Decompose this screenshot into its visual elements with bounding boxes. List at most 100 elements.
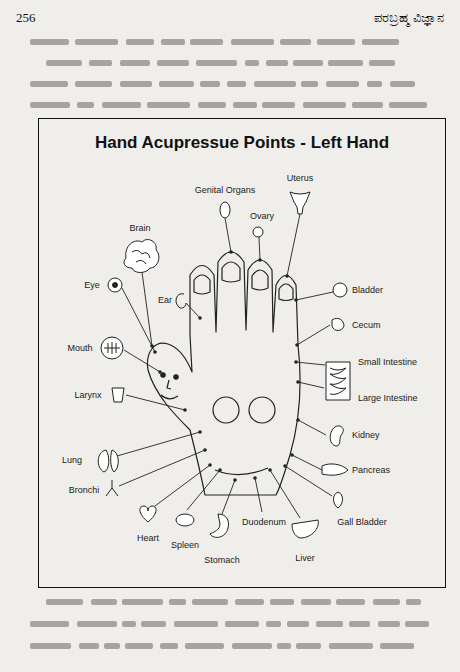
- text-line: [102, 102, 141, 108]
- text-line: [196, 60, 237, 66]
- text-line: [390, 81, 415, 87]
- organ-label: Duodenum: [242, 517, 286, 527]
- text-line: [373, 599, 400, 605]
- organ-label: Ovary: [250, 211, 274, 221]
- text-line: [367, 81, 382, 87]
- text-line: [254, 81, 296, 87]
- text-line: [77, 102, 94, 108]
- text-line: [79, 643, 99, 649]
- text-line: [406, 599, 421, 605]
- text-line: [296, 643, 321, 649]
- text-line: [301, 599, 331, 605]
- text-line: [200, 81, 220, 87]
- organ-icons: [98, 192, 350, 538]
- text-line: [328, 60, 363, 66]
- text-line: [245, 60, 259, 66]
- text-line: [293, 60, 323, 66]
- text-line: [122, 599, 163, 605]
- text-line: [190, 39, 223, 45]
- organ-label: Genital Organs: [195, 185, 256, 195]
- organ-label: Gall Bladder: [337, 517, 387, 527]
- text-line: [389, 102, 427, 108]
- text-line: [120, 81, 152, 87]
- figure-title: Hand Acupressue Points - Left Hand: [39, 133, 445, 153]
- text-line: [316, 621, 343, 627]
- running-header: ಪರಬ್ರಹ್ಮ ವಿಜ್ಞಾನ: [374, 11, 444, 26]
- text-line: [160, 643, 178, 649]
- text-line: [336, 599, 365, 605]
- text-line: [157, 60, 189, 66]
- text-line: [30, 39, 69, 45]
- text-line: [125, 643, 153, 649]
- text-line: [30, 102, 70, 108]
- text-line: [122, 621, 136, 627]
- organ-label: Ear: [158, 295, 172, 305]
- text-line: [326, 81, 359, 87]
- text-line: [329, 643, 373, 649]
- text-line: [46, 599, 83, 605]
- text-line: [225, 621, 259, 627]
- organ-label: Eye: [84, 280, 100, 290]
- text-line: [169, 599, 186, 605]
- organ-label: Kidney: [352, 430, 380, 440]
- text-line: [120, 60, 150, 66]
- text-line: [380, 643, 414, 649]
- text-line: [270, 599, 294, 605]
- text-line: [89, 60, 112, 66]
- organ-label: Liver: [295, 553, 315, 563]
- text-line: [232, 643, 272, 649]
- text-line: [91, 599, 117, 605]
- text-line: [30, 621, 69, 627]
- organ-label: Cecum: [352, 320, 381, 330]
- text-line: [147, 102, 190, 108]
- text-line: [126, 39, 154, 45]
- organ-label: Large Intestine: [358, 393, 418, 403]
- text-line: [75, 81, 112, 87]
- organ-label: Small Intestine: [358, 357, 417, 367]
- text-line: [349, 621, 370, 627]
- pressure-points: [150, 250, 300, 482]
- text-line: [192, 599, 228, 605]
- text-line: [301, 81, 318, 87]
- hand-outline: [147, 252, 299, 495]
- text-line: [280, 39, 311, 45]
- text-line: [30, 81, 68, 87]
- text-line: [405, 621, 429, 627]
- organ-label: Heart: [137, 533, 159, 543]
- text-line: [262, 102, 295, 108]
- text-line: [77, 621, 117, 627]
- text-line: [277, 643, 291, 649]
- text-line: [378, 621, 400, 627]
- text-line: [198, 102, 226, 108]
- text-line: [75, 39, 118, 45]
- text-line: [352, 102, 383, 108]
- text-line: [266, 60, 288, 66]
- text-line: [104, 643, 120, 649]
- text-line: [231, 39, 274, 45]
- text-line: [317, 39, 355, 45]
- text-line: [362, 39, 399, 45]
- text-line: [227, 81, 246, 87]
- organ-label: Spleen: [171, 540, 199, 550]
- text-line: [233, 102, 257, 108]
- leader-lines: [117, 214, 333, 518]
- text-line: [46, 60, 82, 66]
- body-text-lines: [30, 39, 429, 649]
- text-line: [369, 60, 395, 66]
- text-line: [161, 39, 185, 45]
- organ-label: Brain: [129, 223, 150, 233]
- organ-label: Mouth: [67, 343, 92, 353]
- text-line: [30, 643, 71, 649]
- organ-label: Larynx: [74, 390, 101, 400]
- organ-label: Stomach: [204, 555, 240, 565]
- organ-label: Bronchi: [69, 485, 100, 495]
- organ-label: Pancreas: [352, 465, 390, 475]
- text-line: [141, 621, 166, 627]
- page-number: 256: [16, 11, 36, 26]
- text-line: [266, 621, 281, 627]
- text-line: [303, 102, 346, 108]
- organ-label: Uterus: [287, 173, 314, 183]
- text-line: [235, 599, 264, 605]
- text-line: [287, 621, 309, 627]
